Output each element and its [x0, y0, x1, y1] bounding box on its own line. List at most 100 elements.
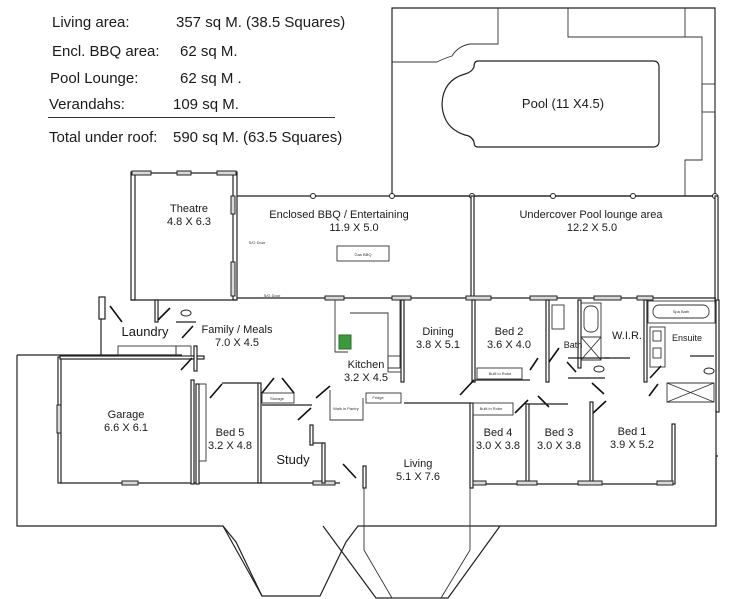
robe-label: Built in Robe — [480, 406, 503, 411]
verandah-outline — [16, 355, 718, 597]
theatre-size: 4.8 X 6.3 — [167, 216, 211, 228]
wall — [545, 299, 550, 383]
spa-bath-surround — [647, 300, 716, 324]
window — [465, 295, 492, 301]
toilet-icon — [703, 367, 715, 375]
fridge-label: Fridge — [372, 395, 384, 400]
living-bay — [363, 488, 471, 599]
sg-door-label: S/G Door — [264, 293, 281, 298]
linen-cupboard — [175, 345, 192, 357]
window — [656, 480, 674, 486]
door-swing — [529, 347, 560, 371]
kitchen-size: 3.2 X 4.5 — [344, 372, 388, 384]
summary-value: 357 sq M. (38.5 Squares) — [176, 14, 346, 31]
summary-divider — [48, 117, 335, 118]
bed4-size: 3.0 X 3.8 — [476, 440, 520, 452]
bath-name: Bath — [564, 340, 583, 350]
window — [176, 170, 192, 176]
summary-value: 62 sq M . — [180, 70, 242, 87]
gas-bbq-unit — [336, 245, 390, 262]
pool-shape — [441, 60, 660, 148]
window — [472, 480, 487, 486]
bed2-name: Bed 2 — [495, 326, 524, 338]
family-size: 7.0 X 4.5 — [215, 337, 259, 349]
bed4-name: Bed 4 — [484, 427, 513, 439]
fridge-space — [365, 392, 402, 404]
kitchen-name: Kitchen — [348, 359, 385, 371]
window — [121, 480, 139, 486]
dining-size: 3.8 X 5.1 — [416, 339, 460, 351]
bed3-size: 3.0 X 3.8 — [537, 440, 581, 452]
wall — [362, 465, 367, 489]
summary-value: 62 sq M. — [180, 43, 238, 60]
post — [550, 193, 556, 199]
wall — [643, 299, 648, 383]
basin — [652, 347, 662, 359]
bbq-lounge-divider — [470, 195, 475, 299]
spa-bath-icon — [652, 304, 710, 319]
door-swing — [109, 305, 194, 371]
theatre-name: Theatre — [170, 203, 208, 215]
toilet-icon — [180, 309, 192, 317]
wall — [309, 424, 314, 446]
bed3-name: Bed 3 — [545, 427, 574, 439]
garage-size: 6.6 X 6.1 — [104, 422, 148, 434]
door-swing — [209, 383, 223, 399]
storage-label: Storage — [270, 396, 285, 401]
garage-window — [56, 404, 62, 434]
wall — [257, 382, 262, 484]
robe-label: Built in Robe — [489, 371, 512, 376]
wall — [321, 442, 326, 484]
bed5-name: Bed 5 — [216, 427, 245, 439]
summary-label: Living area: — [52, 14, 130, 31]
built-in-robe — [476, 367, 523, 380]
door-swing — [297, 407, 312, 421]
wall — [525, 403, 530, 485]
window — [577, 480, 603, 486]
sg-door-label: S/G Door — [249, 240, 266, 245]
bed5-size: 3.2 X 4.8 — [208, 440, 252, 452]
window — [131, 170, 152, 176]
shower-icon — [580, 336, 602, 361]
summary-label: Encl. BBQ area: — [52, 43, 160, 60]
summary-value: 109 sq M. — [173, 96, 239, 113]
bed1-size: 3.9 X 5.2 — [610, 439, 654, 451]
wall — [193, 345, 198, 372]
window — [230, 261, 236, 297]
ensuite-name: Ensuite — [672, 333, 702, 343]
door-swing — [261, 377, 295, 394]
bed1-name: Bed 1 — [618, 426, 647, 438]
living-name: Living — [404, 458, 433, 470]
wall — [469, 402, 474, 489]
wall — [471, 299, 476, 383]
wall — [715, 299, 720, 413]
toilet-icon — [593, 365, 605, 373]
window — [216, 170, 237, 176]
shower-icon — [666, 382, 715, 403]
pool-area: Pool (11 X4.5) — [391, 7, 716, 197]
lounge-right-edge — [714, 195, 719, 303]
summary-label: Pool Lounge: — [50, 70, 139, 87]
spa-bath-label: Spa Bath — [673, 309, 689, 314]
garage-name: Garage — [108, 409, 145, 421]
window — [391, 295, 412, 301]
kitchen-bench — [334, 300, 401, 369]
pool-lounge-name: Undercover Pool lounge area — [519, 209, 663, 221]
door-swing — [459, 379, 475, 396]
house-walls: Laundry Family / Meals 7.0 X 4.5 Kitchen… — [16, 296, 720, 599]
pool-gate — [701, 83, 716, 113]
wall — [671, 423, 676, 485]
verandah-bay-left — [222, 525, 263, 597]
theatre-room: Theatre 4.8 X 6.3 — [130, 170, 238, 301]
wall — [59, 355, 205, 360]
vanity — [649, 326, 666, 368]
cooktop-icon — [338, 334, 352, 350]
post — [310, 193, 316, 199]
pool-deck-edge — [392, 8, 499, 63]
walk-in-pantry — [329, 390, 364, 421]
bed2-size: 3.6 X 4.0 — [487, 339, 531, 351]
storage-cupboard — [261, 392, 295, 404]
study-name: Study — [276, 452, 310, 467]
pool-lounge-size: 12.2 X 5.0 — [567, 222, 617, 234]
